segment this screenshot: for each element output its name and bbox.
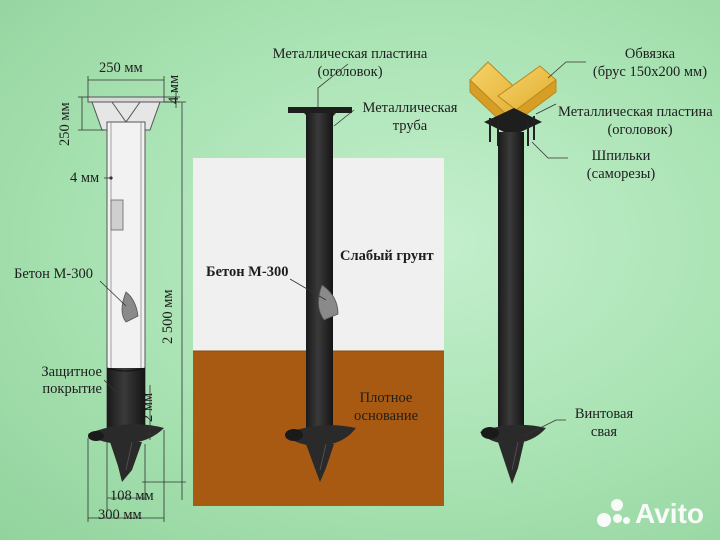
right-label-studs-line1: Шпильки xyxy=(591,148,651,164)
right-pile-tip xyxy=(498,442,524,484)
left-head-plate xyxy=(87,96,165,103)
dim-pipe-diameter: 108 мм xyxy=(110,488,154,504)
label-dense-soil-line2: основание xyxy=(353,408,419,424)
avito-logo-icon xyxy=(597,499,631,529)
left-pile-tip xyxy=(110,442,142,482)
dim-head-height: 250 мм xyxy=(57,102,73,146)
middle-pipe xyxy=(306,113,333,431)
left-concrete-blob xyxy=(121,291,139,323)
middle-label-plate-line1: Металлическая пластина xyxy=(272,46,428,62)
left-pile-drawing xyxy=(78,76,186,522)
middle-pile-drawing xyxy=(193,63,444,506)
middle-helix-blade xyxy=(285,425,356,446)
label-dense-soil-line1: Плотное xyxy=(359,390,413,406)
label-weak-soil: Слабый грунт xyxy=(340,248,434,264)
dim-wall-thickness: 4 мм xyxy=(70,170,100,186)
left-pipe-window xyxy=(110,199,124,231)
right-label-strapping-line1: Обвязка xyxy=(624,46,676,62)
dim-blade-thickness: 2 мм xyxy=(140,392,156,422)
left-label-coating-line2: покрытие xyxy=(42,381,102,397)
right-label-pile-line2: свая xyxy=(590,424,618,440)
dim-plate-thickness: 4 мм xyxy=(166,74,182,104)
middle-pile-tip xyxy=(306,444,334,482)
left-label-concrete: Бетон М-300 xyxy=(14,266,94,282)
left-helix-blade xyxy=(88,424,164,444)
right-label-plate-line1: Металлическая пластина xyxy=(558,104,713,120)
middle-head-plate xyxy=(288,107,352,113)
left-label-coating-line1: Защитное xyxy=(41,364,102,380)
right-label-studs-line2: (саморезы) xyxy=(586,166,656,182)
right-pipe xyxy=(498,132,524,430)
middle-concrete-blob xyxy=(318,284,339,321)
right-label-strapping-line2: (брус 150х200 мм) xyxy=(592,64,708,80)
right-label-pile-line1: Винтовая xyxy=(574,406,634,422)
middle-label-plate-line2: (оголовок) xyxy=(317,64,383,80)
right-label-plate-line2: (оголовок) xyxy=(607,122,673,138)
dim-blade-diameter: 300 мм xyxy=(98,507,142,523)
left-coating xyxy=(107,368,145,430)
avito-brand-text: Avito xyxy=(635,498,704,529)
dim-length: 2 500 мм xyxy=(160,289,176,344)
middle-label-pipe-line2: труба xyxy=(392,118,428,134)
middle-label-concrete: Бетон М-300 xyxy=(206,264,289,280)
dim-top-width: 250 мм xyxy=(99,60,143,76)
right-pile-drawing xyxy=(469,61,586,484)
middle-label-pipe-line1: Металлическая xyxy=(362,100,458,116)
avito-watermark: Avito xyxy=(597,498,704,530)
